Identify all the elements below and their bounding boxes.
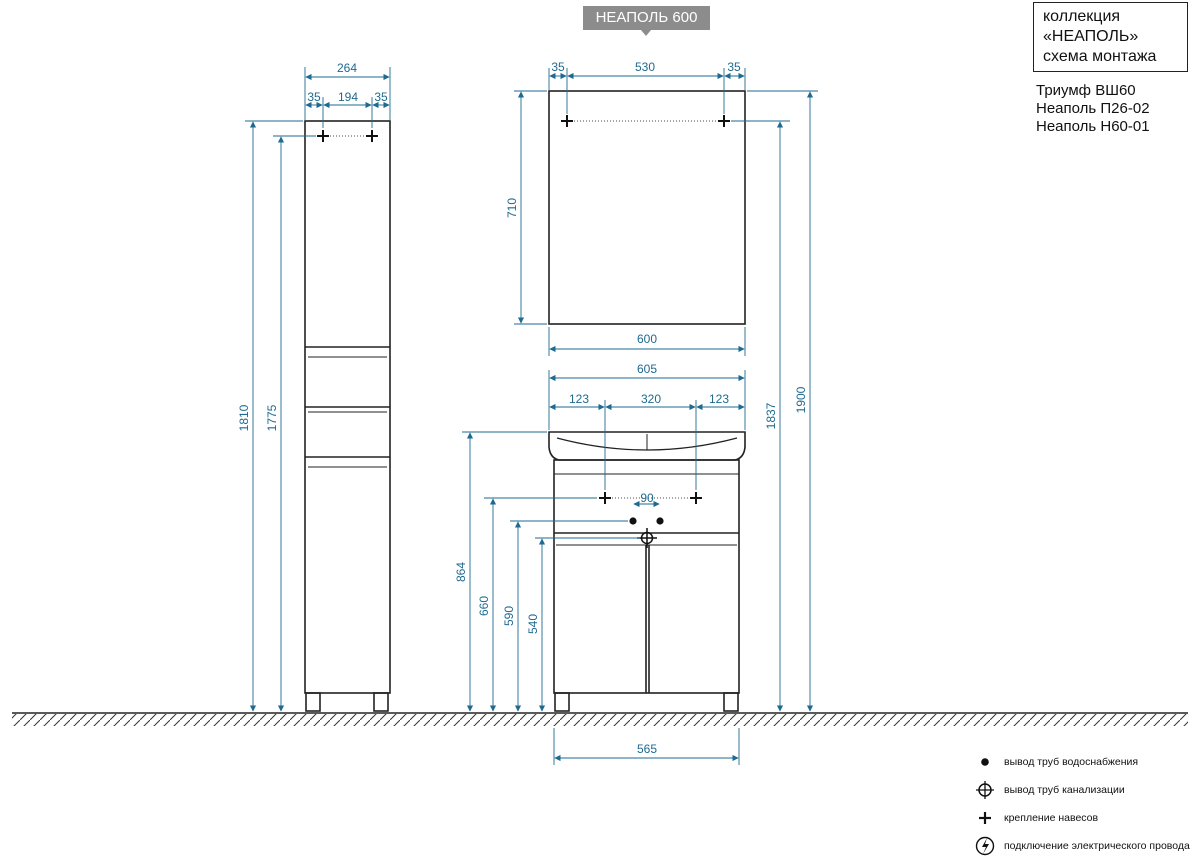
dim-column-width: 264: [337, 61, 357, 75]
drain-outlet: [637, 528, 657, 548]
dim-basin-left-offset: 123: [569, 392, 589, 406]
model-item: Триумф ВШ60: [1036, 82, 1136, 99]
dim-mirror-height: 710: [505, 198, 519, 218]
dim-mirror-right-offset: 35: [727, 60, 741, 74]
dim-column-mount-spacing: 194: [338, 90, 358, 104]
collection-line-3: схема монтажа: [1043, 48, 1157, 65]
legend-label: вывод труб канализации: [1004, 784, 1125, 796]
dim-mirror-left-offset: 35: [551, 60, 565, 74]
model-tag: НЕАПОЛЬ 600: [583, 6, 710, 36]
legend-item-electric: подключение электрического провода: [972, 832, 1198, 860]
floor: [12, 712, 1188, 726]
collection-line-2: «НЕАПОЛЬ»: [1043, 28, 1139, 45]
model-list: Триумф ВШ60 Неаполь П26-02 Неаполь Н60-0…: [1036, 82, 1150, 136]
legend-label: вывод труб водоснабжения: [1004, 756, 1139, 768]
legend-label: крепление навесов: [1004, 812, 1099, 824]
dimension-labels: 264 35 194 35 1810 1775 35 530 35 710 60…: [237, 60, 808, 756]
model-item: Неаполь Н60-01: [1036, 118, 1150, 135]
dim-mirror-width: 600: [637, 332, 657, 346]
legend-item-water-supply: вывод труб водоснабжения: [972, 748, 1198, 776]
dim-supply-spacing: 90: [640, 491, 654, 505]
dim-column-total-height: 1810: [237, 404, 251, 431]
legend-item-mount: крепление навесов: [972, 804, 1198, 832]
legend-item-drain: вывод труб канализации: [972, 776, 1198, 804]
dim-supply-height: 590: [502, 606, 516, 626]
dim-basin-height: 864: [454, 562, 468, 582]
dim-cabinet-mount-height: 660: [477, 596, 491, 616]
dim-mirror-mount-height: 1837: [764, 402, 778, 429]
collection-line-1: коллекция: [1043, 8, 1121, 25]
water-supply-points: [629, 517, 664, 525]
dim-basin-width: 605: [637, 362, 657, 376]
legend-label: подключение электрического провода: [1004, 840, 1190, 852]
dim-cabinet-width: 565: [637, 742, 657, 756]
legend: вывод труб водоснабжения вывод труб кана…: [972, 748, 1198, 860]
column-cabinet: [304, 120, 391, 712]
dim-column-left-offset: 35: [307, 90, 321, 104]
mirror-mount-points: [561, 115, 730, 127]
mount-cross-icon: [972, 808, 998, 828]
dim-mirror-top-height: 1900: [794, 386, 808, 413]
electric-connection-icon: [972, 836, 998, 856]
vanity-mount-points: [599, 492, 702, 504]
dim-basin-right-offset: 123: [709, 392, 729, 406]
column-mount-points: [317, 130, 378, 142]
dim-column-mount-height: 1775: [265, 404, 279, 431]
drain-outlet-icon: [972, 780, 998, 800]
dim-mirror-mount-spacing: 530: [635, 60, 655, 74]
washbasin: [548, 431, 746, 461]
dim-drain-height: 540: [526, 614, 540, 634]
dim-cabinet-mount-spacing: 320: [641, 392, 661, 406]
mirror: [548, 90, 746, 325]
model-item: Неаполь П26-02: [1036, 100, 1150, 117]
dimension-lines: [245, 67, 818, 765]
collection-box: коллекция «НЕАПОЛЬ» схема монтажа: [1033, 2, 1188, 72]
dim-column-right-offset: 35: [374, 90, 388, 104]
water-supply-dot-icon: [972, 752, 998, 772]
